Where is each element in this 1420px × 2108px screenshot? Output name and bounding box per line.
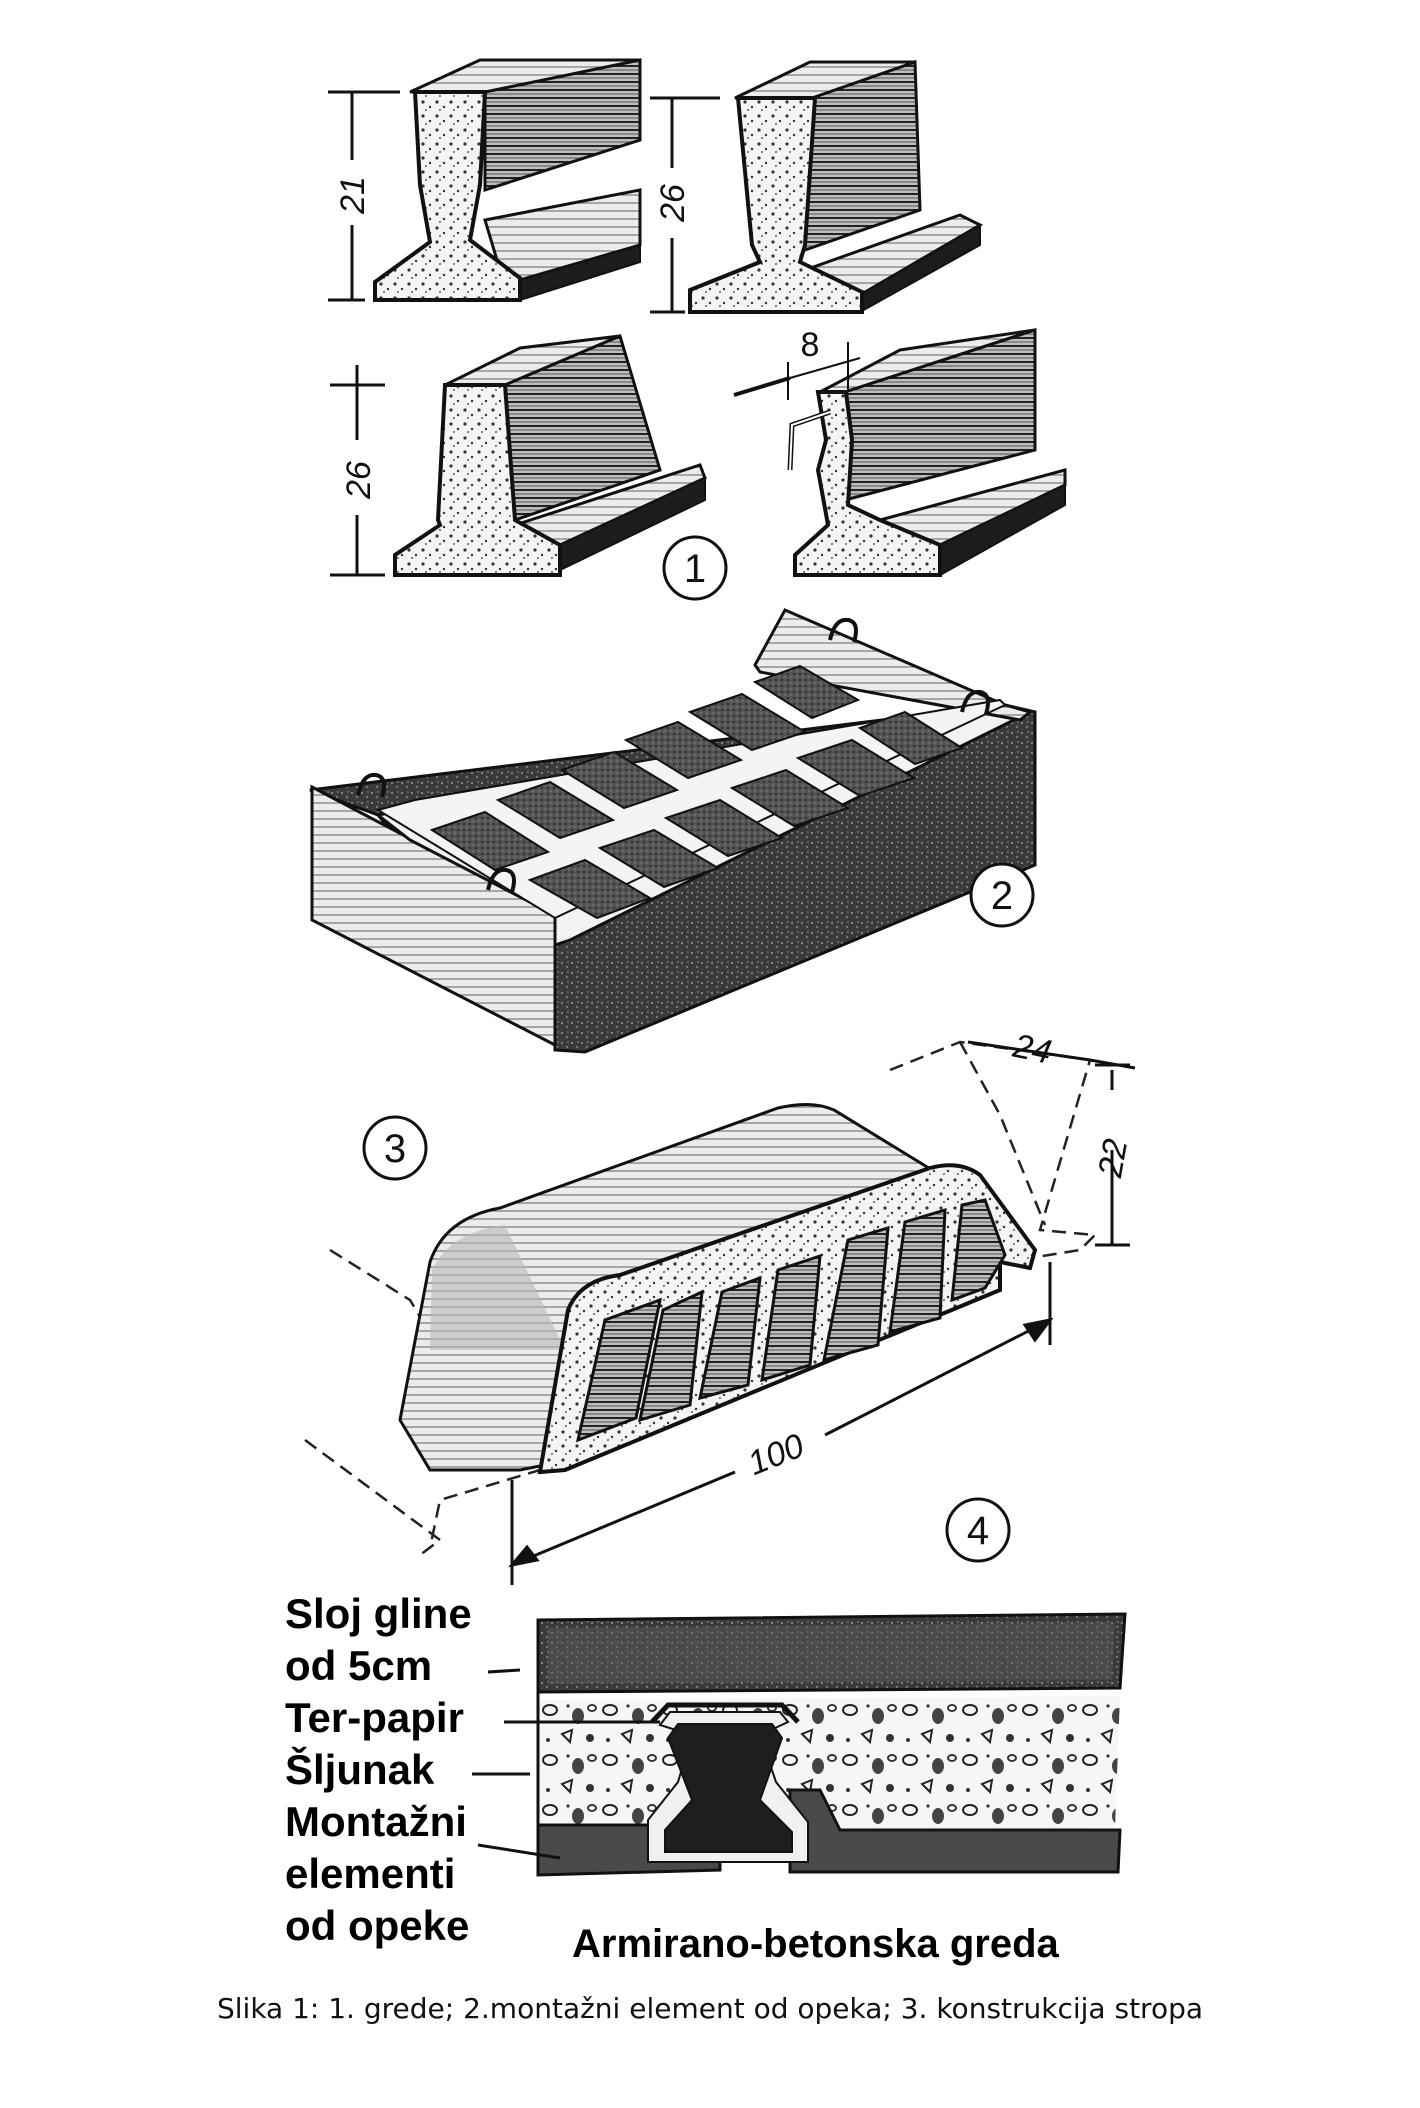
- dim-label-beam-3: 26: [340, 461, 378, 500]
- svg-text:4: 4: [967, 1509, 989, 1553]
- label-clay-layer: Sloj gline od 5cm: [285, 1588, 472, 1692]
- marker-4: 4: [945, 1497, 1011, 1563]
- marker-3: 3: [362, 1115, 428, 1181]
- svg-text:2: 2: [991, 874, 1013, 918]
- beam-2: [688, 59, 984, 314]
- label-rc-beam: Armirano-betonska greda: [572, 1922, 1059, 1966]
- figure-caption: Slika 1: 1. grede; 2.montažni element od…: [216, 1992, 1204, 2025]
- hollow-clay-block: [398, 1103, 1038, 1475]
- dim-label-beam-2: 26: [654, 184, 692, 223]
- floor-section: [536, 1612, 1127, 1877]
- beam-3: [393, 333, 707, 577]
- dim-label-beam-4: 8: [801, 326, 820, 364]
- brick-panel: [309, 608, 1037, 1054]
- dimension-block: [508, 1040, 1136, 1585]
- dimension-beam-2: 26: [650, 96, 720, 314]
- dimension-beam-1: 21: [328, 90, 400, 302]
- marker-1: 1: [662, 535, 728, 601]
- beam-1: [373, 58, 642, 302]
- label-gravel: Šljunak: [285, 1746, 435, 1793]
- label-brick-elements-line3: od opeke: [285, 1902, 470, 1949]
- label-brick-elements-line1: Montažni: [285, 1798, 467, 1845]
- label-brick-elements-line2: elementi: [285, 1850, 456, 1897]
- ghost-block-outlines: [304, 1040, 1098, 1556]
- label-brick-elements: Montažni elementi od opeke: [285, 1796, 469, 1952]
- lifting-hooks: [356, 617, 990, 893]
- leader-lines: [472, 1668, 660, 1860]
- dim-label-block-height: 22: [1091, 1136, 1135, 1181]
- svg-text:3: 3: [384, 1127, 406, 1171]
- svg-text:1: 1: [684, 547, 706, 591]
- dimension-beam-3: 26: [330, 365, 385, 577]
- label-tar-paper: Ter-papir: [285, 1694, 464, 1741]
- marker-2: 2: [969, 862, 1035, 928]
- dim-label-block-width: 24: [1009, 1027, 1055, 1072]
- dimension-beam-4: 8: [733, 326, 861, 400]
- dim-label-beam-1: 21: [334, 176, 372, 215]
- beam-4: [787, 327, 1067, 577]
- dim-label-block-length: 100: [742, 1427, 809, 1484]
- label-clay-layer-line1: Sloj gline: [285, 1590, 472, 1637]
- label-clay-layer-line2: od 5cm: [285, 1642, 433, 1689]
- panel-cells: [429, 664, 965, 920]
